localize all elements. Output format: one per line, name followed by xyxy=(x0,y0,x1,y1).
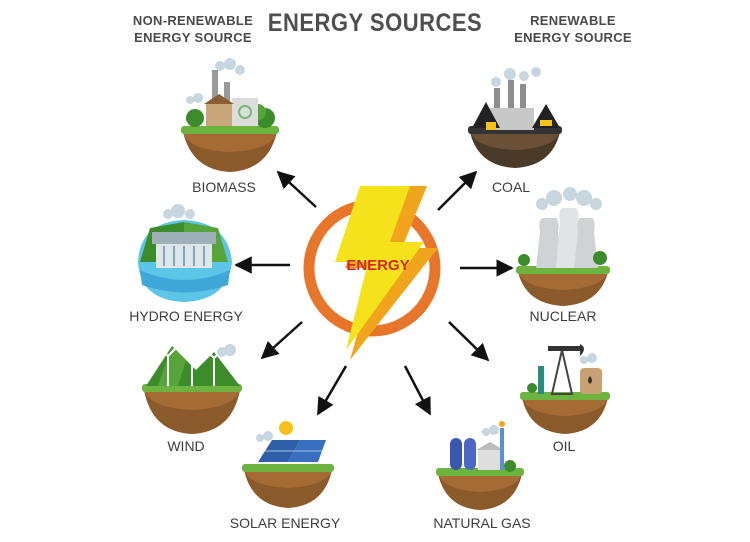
biomass-plant-icon xyxy=(181,58,279,172)
arrow-biomass xyxy=(276,170,317,208)
energy-label: ENERGY xyxy=(346,257,409,274)
header-non-renewable-line1: NON-RENEWABLE xyxy=(132,13,254,28)
gas-plant-icon xyxy=(436,421,524,510)
arrow-natural-gas xyxy=(403,365,432,416)
header-renewable-line2: ENERGY SOURCE xyxy=(514,30,632,45)
oil-pump-icon xyxy=(520,344,610,434)
solar-panel-icon xyxy=(242,421,334,508)
diagram-title: ENERGY SOURCES xyxy=(267,8,483,37)
arrow-coal xyxy=(437,170,478,211)
label-biomass: BIOMASS xyxy=(192,179,256,195)
arrows xyxy=(234,170,514,416)
arrow-wind xyxy=(260,321,303,360)
label-nuclear: NUCLEAR xyxy=(529,308,597,324)
label-wind: WIND xyxy=(167,438,205,454)
hydro-dam-icon xyxy=(138,204,232,302)
label-coal: COAL xyxy=(491,179,531,195)
header-renewable-line1: RENEWABLE xyxy=(530,13,616,28)
coal-plant-icon xyxy=(468,67,562,168)
label-solar-energy: SOLAR ENERGY xyxy=(229,515,341,531)
header-non-renewable-line2: ENERGY SOURCE xyxy=(134,30,252,45)
header-non-renewable: NON-RENEWABLE ENERGY SOURCE xyxy=(118,12,268,46)
energy-bolt-icon: ENERGY xyxy=(303,186,441,360)
header-renewable: RENEWABLE ENERGY SOURCE xyxy=(498,12,648,46)
nuclear-plant-icon xyxy=(516,187,610,306)
label-hydro-energy: HYDRO ENERGY xyxy=(129,308,243,324)
arrow-solar xyxy=(316,365,348,416)
label-oil: OIL xyxy=(552,438,576,454)
label-natural-gas: NATURAL GAS xyxy=(433,515,531,531)
arrow-oil xyxy=(448,321,490,362)
wind-turbine-icon xyxy=(142,343,242,434)
